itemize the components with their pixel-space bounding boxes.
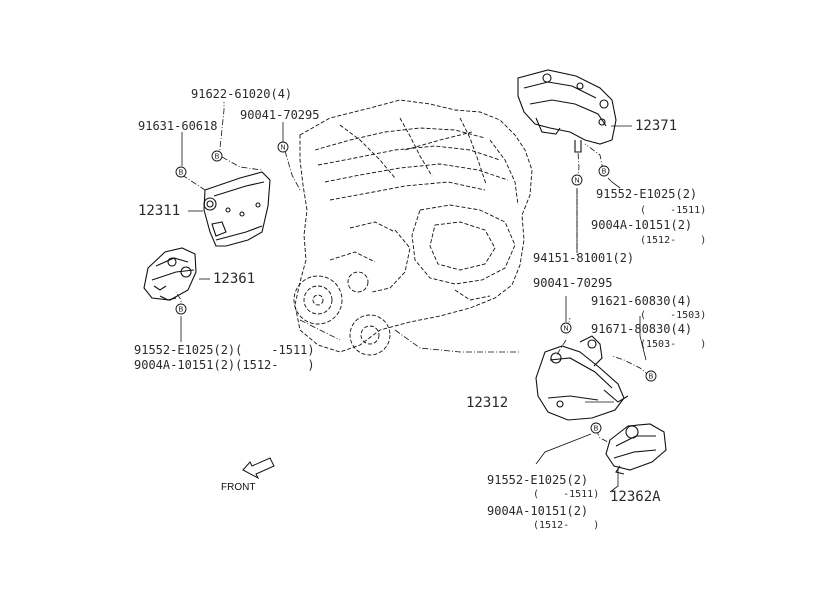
- callout-b-letter: B: [602, 169, 607, 176]
- part-label-12371: 12371: [635, 118, 678, 134]
- callout-b-circle: [590, 422, 602, 434]
- callout-n-letter: N: [574, 178, 579, 185]
- part-label-91621: 91621-60830(4): [591, 294, 693, 308]
- callout-n-circle: [571, 174, 583, 186]
- part-label-12362A: 12362A: [610, 489, 661, 505]
- part-label-91552-right: 91552-E1025(2): [596, 187, 698, 201]
- front-label: FRONT: [221, 482, 256, 493]
- part-label-12361: 12361: [213, 271, 256, 287]
- part-label-91552-right-range: ( -1511): [640, 205, 707, 216]
- bracket-12371: [517, 69, 617, 153]
- callout-b-letter: B: [649, 374, 654, 381]
- callout-letters: B N B B B N N B B: [179, 145, 654, 433]
- callout-b-letter: B: [179, 307, 184, 314]
- bracket-12312: [535, 335, 629, 421]
- front-arrow-icon: [242, 457, 275, 480]
- callout-b-circle: [645, 370, 657, 382]
- part-label-9004A-bottom-range: (1512- ): [533, 520, 600, 531]
- callout-b-letter: B: [215, 154, 220, 161]
- part-label-90041-mid: 90041-70295: [533, 276, 613, 290]
- callout-b-circle: [598, 165, 610, 177]
- part-label-91552-bottom: 91552-E1025(2): [487, 473, 589, 487]
- callout-b-circle: [211, 150, 223, 162]
- part-label-9004A-right: 9004A-10151(2): [591, 218, 693, 232]
- part-label-12311: 12311: [138, 203, 181, 219]
- part-label-91622: 91622-61020(4): [191, 87, 293, 101]
- part-label-9004A-left: 9004A-10151(2)(1512- ): [134, 358, 315, 372]
- callout-b-letter: B: [179, 170, 184, 177]
- callout-n-circle: [277, 141, 289, 153]
- bracket-12311: [203, 171, 271, 247]
- callout-b-circle: [175, 303, 187, 315]
- callout-b-letter: B: [594, 426, 599, 433]
- part-label-9004A-right-range: (1512- ): [640, 235, 707, 246]
- part-label-91552-bottom-range: ( -1511): [533, 489, 600, 500]
- part-label-91621-range: ( -1503): [640, 310, 707, 321]
- callout-n-letter: N: [563, 326, 568, 333]
- leader-lines: [180, 122, 647, 493]
- callout-n-letter: N: [280, 145, 285, 152]
- callout-n-circle: [560, 322, 572, 334]
- part-label-90041-top: 90041-70295: [240, 108, 320, 122]
- callout-circles: [175, 141, 657, 434]
- crank-pulley: [293, 271, 391, 356]
- part-label-91671-range: (1503- ): [640, 339, 707, 350]
- mount-12361: [143, 247, 197, 301]
- part-label-94151: 94151-81001(2): [533, 251, 635, 265]
- part-label-12312: 12312: [466, 395, 509, 411]
- part-label-91552-left: 91552-E1025(2)( -1511): [134, 343, 315, 357]
- engine-block: [294, 99, 533, 353]
- callout-b-circle: [175, 166, 187, 178]
- part-label-91671: 91671-80830(4): [591, 322, 693, 336]
- part-label-91631: 91631-60618: [138, 119, 218, 133]
- mount-12362A: [605, 423, 667, 475]
- part-label-9004A-bottom: 9004A-10151(2): [487, 504, 589, 518]
